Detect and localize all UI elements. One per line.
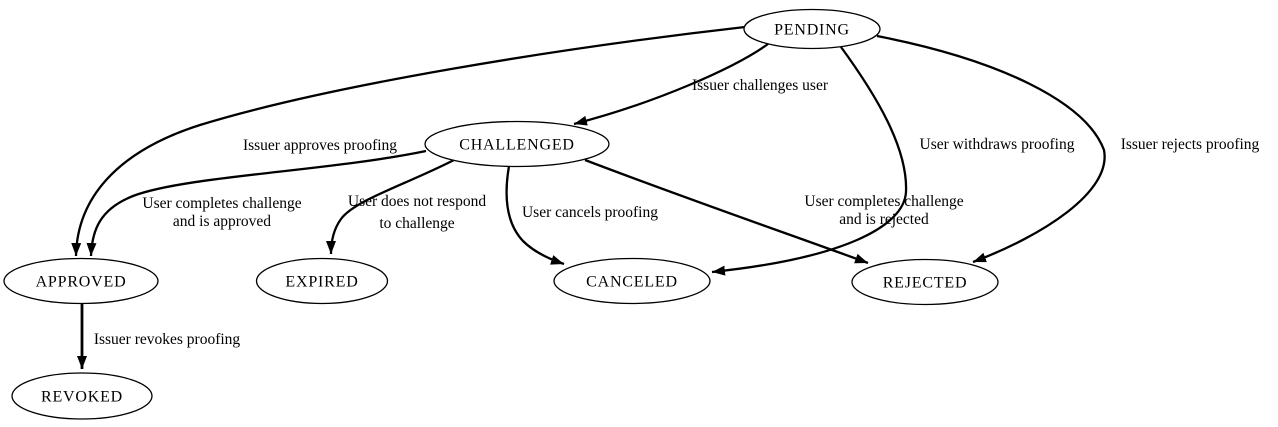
canceled-label: CANCELED — [586, 274, 678, 291]
expired-ellipse — [255, 257, 389, 305]
revoked-label: REVOKED — [41, 389, 123, 406]
rejected-ellipse — [851, 258, 999, 306]
challenged-label: CHALLENGED — [459, 137, 575, 154]
edge-pending-approved — [71, 25, 746, 257]
edge-pending-canceled — [711, 46, 908, 276]
state-node-rejected: REJECTED — [851, 258, 999, 306]
edge-label-user-does-not-respond-line2: to challenge — [379, 215, 454, 232]
revoked-ellipse — [11, 372, 153, 420]
edge-labels-layer: Issuer challenges user Issuer approves p… — [94, 77, 1260, 348]
edge-label-issuer-approves-proofing: Issuer approves proofing — [243, 137, 397, 154]
state-node-approved: APPROVED — [3, 257, 159, 305]
state-node-expired: EXPIRED — [255, 257, 389, 305]
edge-label-user-completes-challenge-approved-line2: and is approved — [173, 213, 271, 230]
rejected-label: REJECTED — [883, 275, 968, 292]
state-node-canceled: CANCELED — [553, 257, 711, 305]
state-node-challenged: CHALLENGED — [424, 120, 610, 168]
edge-label-user-completes-challenge-rejected-line1: User completes challenge — [804, 193, 963, 210]
edge-challenged-expired — [326, 158, 455, 255]
edge-label-user-cancels-proofing: User cancels proofing — [522, 204, 658, 221]
expired-label: EXPIRED — [285, 274, 358, 291]
nodes-layer: PENDING CHALLENGED APPROVED EXPIRED CANC… — [3, 8, 999, 420]
edge-challenged-rejected — [584, 158, 869, 265]
edge-pending-rejected — [876, 34, 1106, 264]
edge-label-issuer-challenges-user: Issuer challenges user — [692, 77, 829, 94]
pending-label: PENDING — [774, 22, 850, 39]
edge-label-user-withdraws-proofing: User withdraws proofing — [920, 136, 1075, 153]
edge-label-issuer-revokes-proofing: Issuer revokes proofing — [94, 331, 241, 348]
challenged-ellipse — [424, 120, 610, 168]
canceled-ellipse — [553, 257, 711, 305]
pending-ellipse — [743, 8, 881, 50]
edge-label-user-does-not-respond-line1: User does not respond — [348, 193, 486, 210]
edge-challenged-approved — [86, 149, 427, 257]
edges-layer — [71, 25, 1106, 369]
approved-ellipse — [3, 257, 159, 305]
state-node-revoked: REVOKED — [11, 372, 153, 420]
edge-pending-challenged — [573, 43, 769, 126]
edge-label-issuer-rejects-proofing: Issuer rejects proofing — [1121, 136, 1260, 153]
edge-label-user-completes-challenge-approved-line1: User completes challenge — [142, 195, 301, 212]
approved-label: APPROVED — [36, 274, 127, 291]
state-node-pending: PENDING — [743, 8, 881, 50]
edge-challenged-canceled — [505, 165, 565, 266]
edge-label-user-completes-challenge-rejected-line2: and is rejected — [839, 211, 929, 228]
